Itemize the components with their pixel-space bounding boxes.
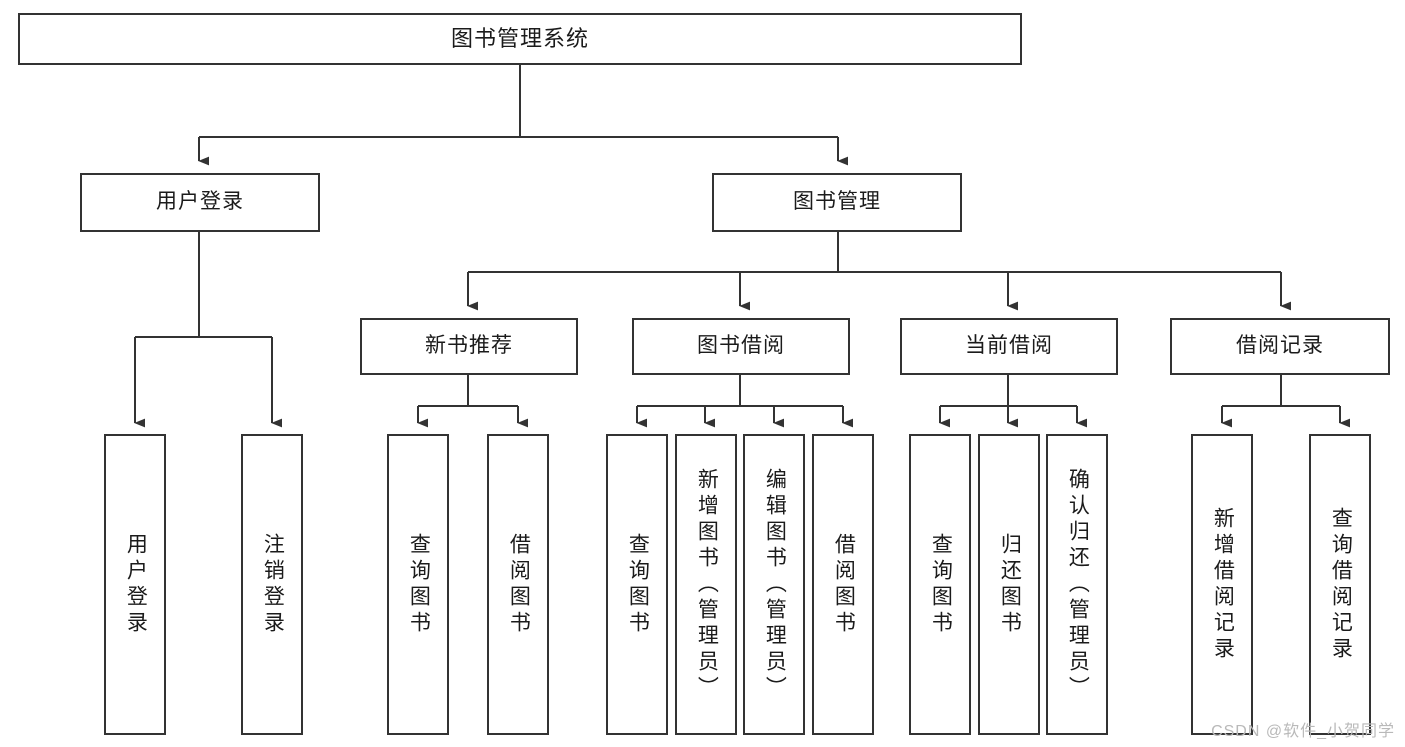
watermark-text: CSDN @软件_小贺同学 bbox=[1211, 723, 1395, 740]
node-new-book-recommend[interactable]: 新书推荐 bbox=[360, 318, 578, 375]
node-book-borrow-label: 图书借阅 bbox=[697, 334, 785, 358]
leaf-query-book-1-label: 查询图书 bbox=[407, 532, 431, 637]
leaf-borrow-book-2[interactable]: 借阅图书 bbox=[812, 434, 874, 735]
node-book-manage-label: 图书管理 bbox=[793, 190, 881, 214]
leaf-add-book[interactable]: 新增图书（管理员） bbox=[675, 434, 737, 735]
leaf-return-book-label: 归还图书 bbox=[998, 532, 1022, 637]
leaf-user-login-label: 用户登录 bbox=[124, 532, 148, 637]
node-book-manage[interactable]: 图书管理 bbox=[712, 173, 962, 232]
leaf-edit-book-label: 编辑图书（管理员） bbox=[763, 467, 787, 702]
leaf-return-book[interactable]: 归还图书 bbox=[978, 434, 1040, 735]
node-book-borrow[interactable]: 图书借阅 bbox=[632, 318, 850, 375]
node-current-borrow[interactable]: 当前借阅 bbox=[900, 318, 1118, 375]
leaf-add-record[interactable]: 新增借阅记录 bbox=[1191, 434, 1253, 735]
node-current-borrow-label: 当前借阅 bbox=[965, 334, 1053, 358]
node-root[interactable]: 图书管理系统 bbox=[18, 13, 1022, 65]
leaf-confirm-return[interactable]: 确认归还（管理员） bbox=[1046, 434, 1108, 735]
leaf-edit-book[interactable]: 编辑图书（管理员） bbox=[743, 434, 805, 735]
leaf-query-record[interactable]: 查询借阅记录 bbox=[1309, 434, 1371, 735]
node-user-login[interactable]: 用户登录 bbox=[80, 173, 320, 232]
leaf-borrow-book-1[interactable]: 借阅图书 bbox=[487, 434, 549, 735]
leaf-add-book-label: 新增图书（管理员） bbox=[695, 467, 719, 702]
leaf-query-book-1[interactable]: 查询图书 bbox=[387, 434, 449, 735]
leaf-logout[interactable]: 注销登录 bbox=[241, 434, 303, 735]
node-root-label: 图书管理系统 bbox=[450, 26, 589, 52]
leaf-add-record-label: 新增借阅记录 bbox=[1211, 506, 1235, 663]
leaf-query-book-3[interactable]: 查询图书 bbox=[909, 434, 971, 735]
leaf-query-book-2[interactable]: 查询图书 bbox=[606, 434, 668, 735]
node-new-book-recommend-label: 新书推荐 bbox=[425, 334, 513, 358]
leaf-confirm-return-label: 确认归还（管理员） bbox=[1066, 467, 1090, 702]
leaf-user-login[interactable]: 用户登录 bbox=[104, 434, 166, 735]
leaf-query-book-3-label: 查询图书 bbox=[929, 532, 953, 637]
leaf-logout-label: 注销登录 bbox=[261, 532, 285, 637]
node-user-login-label: 用户登录 bbox=[156, 190, 244, 214]
leaf-query-record-label: 查询借阅记录 bbox=[1329, 506, 1353, 663]
node-borrow-record-label: 借阅记录 bbox=[1236, 334, 1324, 358]
leaf-borrow-book-1-label: 借阅图书 bbox=[507, 532, 531, 637]
leaf-query-book-2-label: 查询图书 bbox=[626, 532, 650, 637]
leaf-borrow-book-2-label: 借阅图书 bbox=[832, 532, 856, 637]
node-borrow-record[interactable]: 借阅记录 bbox=[1170, 318, 1390, 375]
